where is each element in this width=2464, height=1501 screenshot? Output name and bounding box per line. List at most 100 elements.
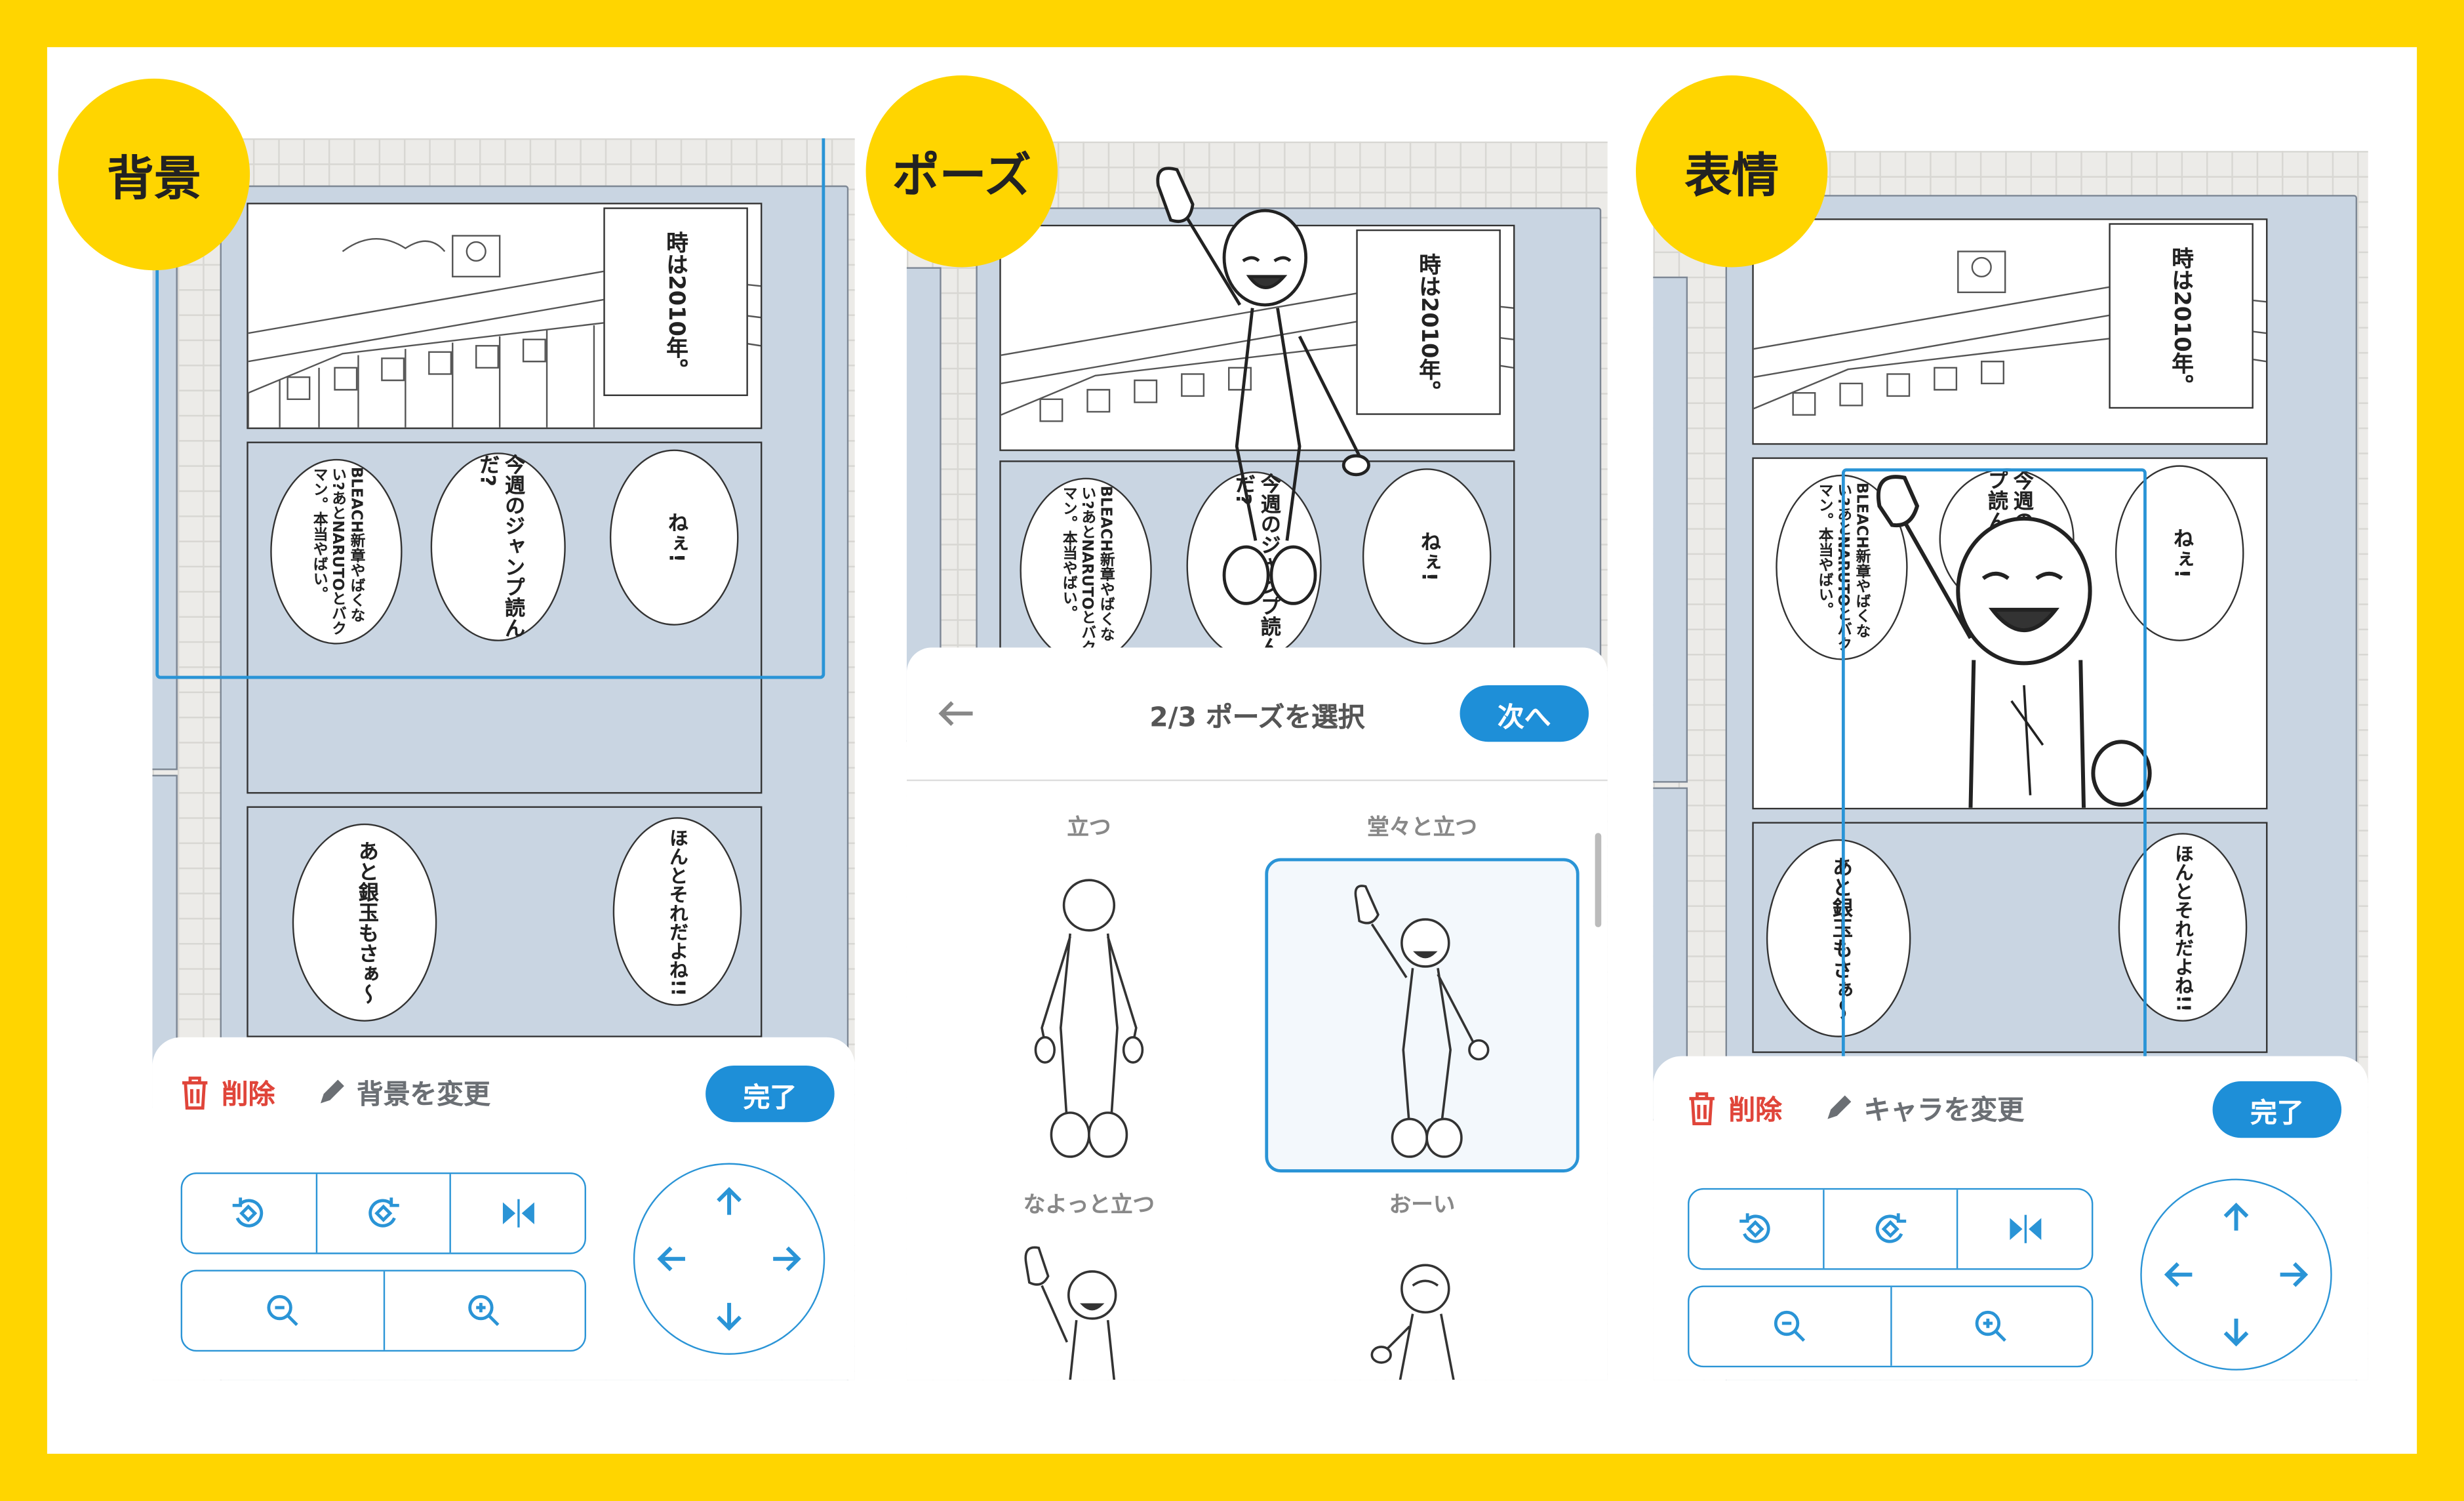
rotate-left-icon [1739,1213,1771,1243]
delete-label: 削除 [221,1079,275,1111]
change-character-button[interactable]: キャラを変更 [1823,1088,2024,1127]
zoom-in-icon [1976,1310,2007,1342]
pose-stand-figure [1034,879,1144,1158]
screen-expression: 時は2010年。 BLEACH新章やばくない?あとNARUTOとバクマン。本当や… [1653,151,2368,1380]
speech-bubble-nee[interactable]: ねぇ! [609,449,739,626]
zoom-controls [180,1270,586,1352]
arrow-left-icon[interactable] [2160,1256,2198,1294]
panel-conversation[interactable]: BLEACH新章やばくない?あとNARUTOとバクマン。本当やばい。 今週のジャ… [247,441,763,794]
pose-card-proud[interactable] [1265,858,1580,1172]
arrow-right-icon[interactable] [2274,1256,2312,1294]
arrow-up-icon[interactable] [2217,1199,2255,1237]
pose-header-title: 2/3 ポーズを選択 [1149,702,1365,734]
transform-controls [1688,1188,2094,1270]
done-button[interactable]: 完了 [705,1065,835,1123]
trash-icon [1689,1091,1715,1125]
move-dpad[interactable] [633,1163,825,1355]
pose-list-scrollbar[interactable] [1595,833,1602,928]
zoom-out-icon [1774,1310,1805,1342]
rotate-right-button[interactable] [1824,1190,1959,1269]
character-closeup[interactable] [1848,465,2162,808]
rotate-right-button[interactable] [317,1174,452,1253]
arrow-down-icon[interactable] [2217,1312,2255,1350]
speech-bubble-gintama[interactable]: あと銀玉もさぁ〜 [1766,839,1911,1037]
change-background-button[interactable]: 背景を変更 [316,1072,490,1111]
selection-box-character[interactable] [1841,468,2147,1069]
change-character-label: キャラを変更 [1863,1095,2024,1127]
pencil-icon [320,1079,344,1103]
pencil-icon [1827,1094,1852,1119]
screen-pose: 時は2010年。 BLEACH新章やばくない?あとNARUTOとバクマン。本当や… [906,141,1608,1380]
panel-school[interactable]: 時は2010年。 [1752,218,2268,445]
pose-card-hey[interactable] [1265,1232,1579,1380]
pose-label-stand: 立つ [1067,815,1111,841]
speech-bubble-honto[interactable]: ほんとそれだよね!! [2118,833,2248,1022]
zoom-out-button[interactable] [182,1271,384,1350]
zoom-in-icon [468,1294,500,1327]
arrow-up-icon[interactable] [710,1184,748,1222]
back-arrow-icon[interactable] [935,698,976,729]
flip-horizontal-icon [2009,1214,2041,1243]
pose-picker-sheet: 2/3 ポーズを選択 次へ 立つ 堂々と立つ [906,647,1608,1380]
rotate-left-icon [233,1197,264,1228]
narration-box[interactable]: 時は2010年。 [1356,229,1501,415]
badge-pose: ポーズ [865,75,1058,268]
delete-button[interactable]: 削除 [1684,1088,1782,1127]
pose-card-stand[interactable] [932,855,1246,1169]
zoom-out-button[interactable] [1689,1287,1892,1366]
speech-bubble-bleach[interactable]: BLEACH新章やばくない?あとNARUTOとバクマン。本当やばい。 [270,458,403,645]
speech-bubble-gintama[interactable]: あと銀玉もさぁ〜 [292,823,437,1022]
rotate-left-button[interactable] [182,1174,317,1253]
pose-limp-figure [1024,1246,1117,1380]
transform-controls [180,1172,586,1254]
arrow-right-icon[interactable] [767,1240,805,1278]
zoom-out-icon [266,1294,298,1327]
narration-box[interactable]: 時は2010年。 [603,207,748,396]
delete-button[interactable]: 削除 [178,1072,275,1111]
speech-bubble-nee[interactable]: ねぇ! [1362,468,1492,645]
rotate-right-icon [1875,1213,1907,1243]
badge-expression: 表情 [1635,75,1828,268]
selection-box-background[interactable] [155,138,825,679]
pose-label-limp: なよっと立つ [1023,1193,1155,1218]
speech-bubble-honto[interactable]: ほんとそれだよね!! [612,817,742,1006]
panel-school[interactable]: 時は2010年。 [247,203,763,430]
adjacent-page [1653,276,1688,783]
pose-card-limp[interactable] [932,1232,1246,1380]
rotate-left-button[interactable] [1689,1190,1824,1269]
panel-bottom[interactable]: あと銀玉もさぁ〜 ほんとそれだよね!! [247,806,763,1037]
badge-background: 背景 [58,78,250,271]
speech-bubble-bleach[interactable]: BLEACH新章やばくない?あとNARUTOとバクマン。本当やばい。 [1020,477,1152,664]
delete-label: 削除 [1728,1095,1782,1127]
pose-hey-figure [1370,1264,1455,1380]
character-figure[interactable] [1142,163,1378,666]
edit-sheet: 削除 背景を変更 完了 [152,1037,855,1380]
flip-horizontal-button[interactable] [1958,1190,2092,1268]
header-divider [906,779,1608,782]
pose-proud-figure [1354,885,1490,1158]
panel-conversation[interactable]: BLEACH新章やばくない?あとNARUTOとバクマン。本当やばい。 今週のジャ… [1752,457,2268,810]
screen-background: 時は2010年。 BLEACH新章やばくない?あとNARUTOとバクマン。本当や… [152,138,855,1380]
panel-school[interactable]: 時は2010年。 [999,224,1515,451]
trash-icon [182,1075,208,1109]
arrow-left-icon[interactable] [654,1240,692,1278]
move-dpad[interactable] [2140,1178,2332,1371]
manga-page[interactable]: 時は2010年。 BLEACH新章やばくない?あとNARUTOとバクマン。本当や… [220,185,849,1380]
pose-label-proud: 堂々と立つ [1367,815,1477,841]
next-button[interactable]: 次へ [1460,685,1589,742]
rotate-right-icon [368,1197,399,1228]
change-background-label: 背景を変更 [357,1079,490,1111]
narration-box[interactable]: 時は2010年。 [2109,223,2254,409]
arrow-down-icon[interactable] [710,1296,748,1334]
zoom-controls [1688,1285,2094,1368]
flip-horizontal-button[interactable] [452,1174,585,1252]
zoom-in-button[interactable] [384,1271,585,1350]
panel-bottom[interactable]: あと銀玉もさぁ〜 ほんとそれだよね!! [1752,822,2268,1053]
speech-bubble-jump[interactable]: 今週のジャンプ読んだ? [430,452,566,641]
edit-sheet: 削除 キャラを変更 完了 [1653,1056,2368,1380]
zoom-in-button[interactable] [1891,1287,2092,1366]
speech-bubble-nee[interactable]: ねぇ! [2115,465,2244,641]
flip-horizontal-icon [502,1199,534,1228]
pose-label-hey: おーい [1389,1193,1456,1218]
done-button[interactable]: 完了 [2212,1081,2342,1138]
